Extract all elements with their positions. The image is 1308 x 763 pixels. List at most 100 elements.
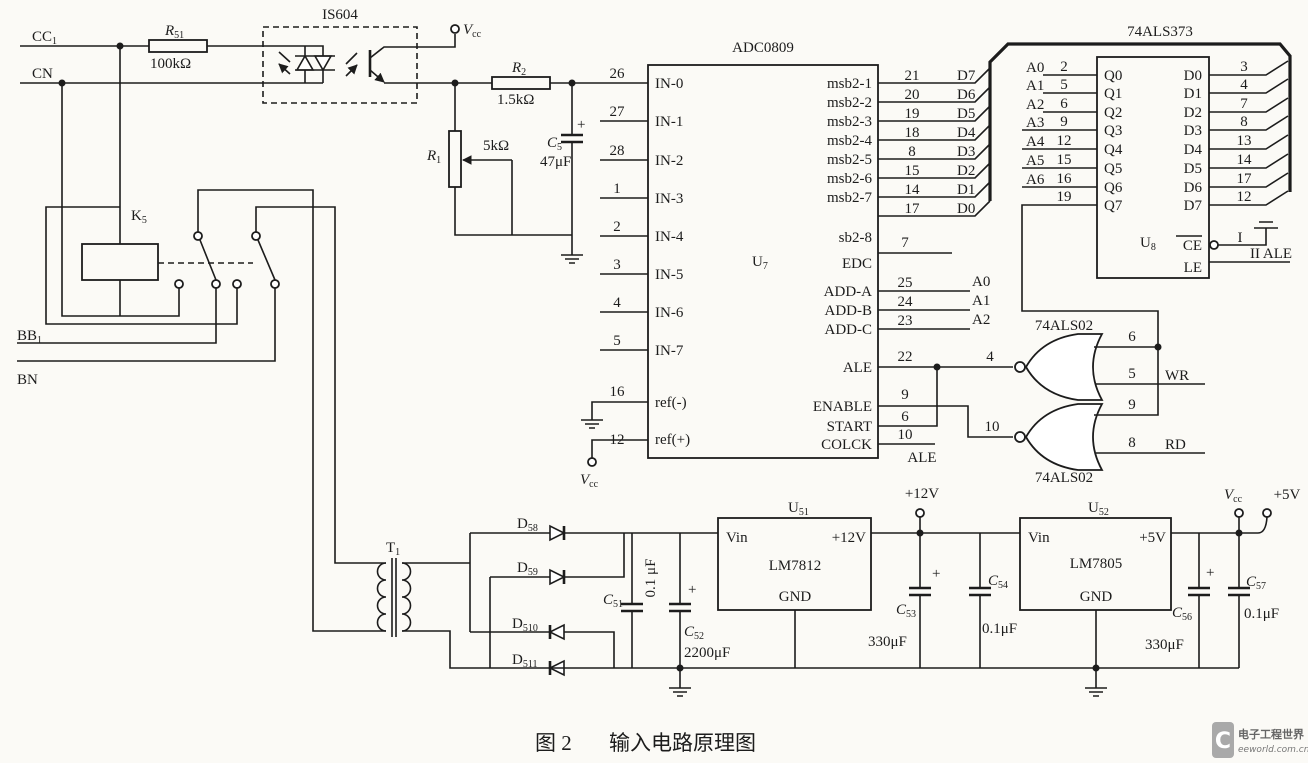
diode-label: D511 (512, 652, 537, 670)
latch-d-pin (1209, 78, 1289, 94)
r51-label-letter: R (164, 23, 174, 39)
latch-pin-number: 14 (1237, 152, 1253, 168)
phototransistor-emitter (369, 69, 385, 83)
data-net-label: D2 (957, 163, 975, 179)
c56-label: C56 (1172, 605, 1192, 623)
transformer-core (391, 558, 397, 637)
photo-arrows-icon (345, 52, 357, 77)
ce-net-label: I (1238, 230, 1243, 246)
adc-pin-number: 28 (610, 143, 625, 159)
gate-pin-number: 5 (1128, 366, 1136, 382)
ce-bubble-icon (1209, 240, 1219, 250)
rd-net-label: RD (1165, 437, 1186, 453)
c53-label-subscript: 53 (906, 609, 916, 620)
input-label-cc1: CC1 (32, 29, 57, 47)
junction-dot (933, 363, 941, 371)
address-net-label: A2 (972, 312, 990, 328)
latch-pin-number: 4 (1240, 77, 1248, 93)
diode-label: D59 (517, 560, 538, 578)
transformer-label: T1 (386, 540, 400, 558)
wire-r1-bottom (454, 187, 572, 236)
wire-relay-loop (45, 206, 238, 325)
diode-label-subscript: 510 (523, 623, 538, 634)
c52-label: C52 (684, 624, 704, 642)
capacitor-plates (621, 602, 643, 613)
ground-bars (1085, 687, 1107, 697)
diode-label-subscript: 58 (528, 523, 538, 534)
plus12v-label: +12V (905, 486, 939, 502)
c57-label-letter: C (1246, 574, 1257, 590)
c57-value: 0.1μF (1244, 606, 1279, 622)
adc-pin-number: 27 (610, 104, 626, 120)
c5-label-letter: C (547, 135, 558, 151)
u52-vin-label: Vin (1028, 530, 1050, 546)
wire-primary-b (255, 206, 386, 564)
adc-pin-label: START (827, 419, 872, 435)
phototransistor-collector (369, 34, 456, 59)
c51-label: C51 (603, 592, 623, 610)
relay-contact-icon (174, 279, 184, 289)
led-emission-arrows-icon (279, 51, 291, 75)
wire-q7-gates (1021, 204, 1159, 416)
latch-pin-label: D7 (1184, 198, 1203, 214)
data-bus (988, 42, 1292, 201)
data-net-label: D3 (957, 144, 975, 160)
latch-q-net-label: A6 (1026, 172, 1045, 188)
data-net-label: D4 (957, 125, 976, 141)
wire-5v-rail (1171, 516, 1268, 534)
c53-label: C53 (896, 602, 916, 620)
latch-d-pin (1209, 172, 1289, 188)
logo-site: eeworld.com.cn (1238, 745, 1308, 755)
latch-pin-number: 8 (1240, 114, 1248, 130)
diode-triangle (549, 568, 566, 586)
c53-label-letter: C (896, 602, 907, 618)
diode-label-subscript: 511 (523, 659, 538, 670)
c57-label-subscript: 57 (1256, 581, 1266, 592)
figure-title: 输入电路原理图 (609, 731, 756, 755)
u51-label: U51 (788, 500, 809, 518)
vcc-label-ref-subscript: cc (589, 479, 598, 490)
nor-gate-lower (1014, 403, 1104, 471)
latch-pin-number: 16 (1057, 171, 1073, 187)
adc-ref-label: U7 (752, 254, 768, 272)
latch-pin-label: D2 (1184, 105, 1202, 121)
wire-enable (878, 405, 1013, 438)
c53-polarity: + (932, 566, 940, 582)
wire-d59 (490, 533, 625, 578)
u51-gnd-label: GND (779, 589, 812, 605)
gate-pin-number: 6 (1128, 329, 1136, 345)
diode-label: D510 (512, 616, 538, 634)
adc-pin-label: msb2-2 (827, 95, 872, 111)
vcc-label-ref-letter: V (580, 472, 591, 488)
latch-ref-label-subscript: 8 (1151, 242, 1156, 253)
plus5v-label: +5V (1274, 487, 1301, 503)
vcc-label-top-letter: V (463, 22, 474, 38)
wire-bb1 (17, 288, 217, 344)
plus5v-terminal-icon (1262, 508, 1272, 518)
input-label-bb1-letter: BB (17, 328, 37, 344)
ground-bars (581, 419, 603, 429)
diode-label-letter: D (512, 652, 523, 668)
optocoupler-is604 (262, 26, 418, 104)
latch-pin-label: Q0 (1104, 68, 1122, 84)
transformer-secondary-coil (401, 562, 412, 632)
adc0809-chip (647, 64, 879, 459)
input-label-bb1-subscript: 1 (37, 335, 42, 346)
c57-label: C57 (1246, 574, 1266, 592)
capacitor-c54 (969, 586, 991, 597)
latch-ref-label-letter: U (1140, 235, 1151, 251)
latch-pin-label: Q3 (1104, 123, 1122, 139)
junction-dot (1154, 343, 1162, 351)
adc-data-pin (878, 200, 991, 217)
c52-value: 2200μF (684, 645, 730, 661)
transformer-label-letter: T (386, 540, 395, 556)
input-label-cn: CN (32, 66, 53, 82)
u51-part-label: LM7812 (769, 558, 822, 574)
data-net-label: D5 (957, 106, 975, 122)
latch-pin-label: D4 (1184, 142, 1203, 158)
vcc-label-top-subscript: cc (472, 29, 481, 40)
diode-label-letter: D (517, 516, 528, 532)
diode-d58 (549, 524, 566, 542)
adc-pin-number: 24 (898, 294, 914, 310)
inverter-bubble-icon (1014, 361, 1026, 373)
